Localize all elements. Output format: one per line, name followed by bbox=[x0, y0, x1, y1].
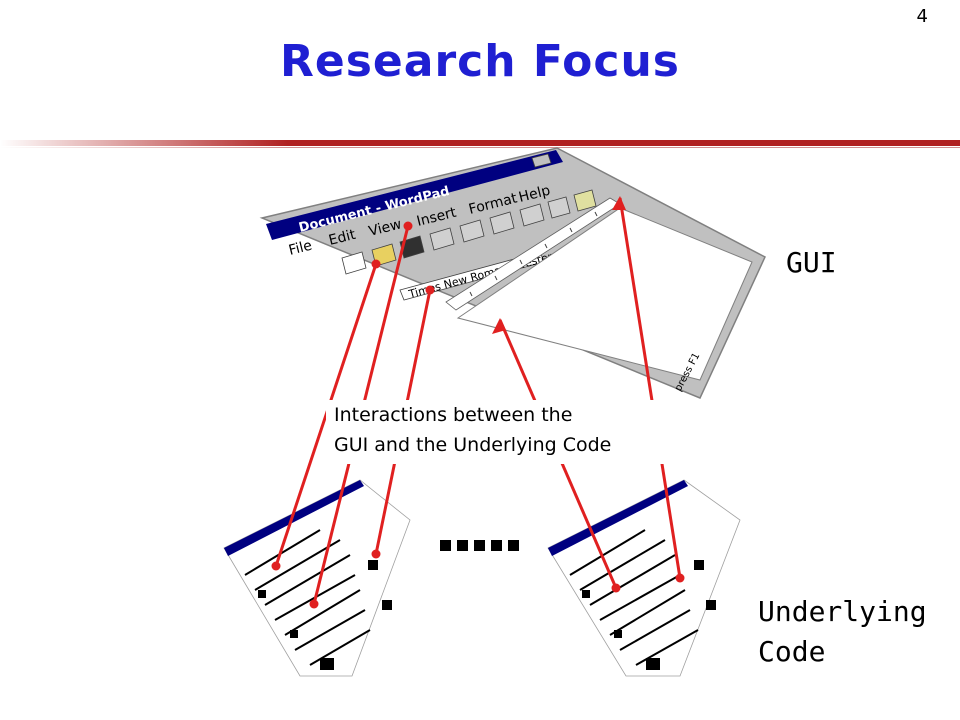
gui-label: GUI bbox=[786, 246, 837, 279]
arrow-dot bbox=[371, 549, 381, 559]
underlying-code-label-line1: Underlying bbox=[758, 595, 927, 628]
interactions-caption: Interactions between the GUI and the Und… bbox=[326, 400, 714, 464]
arrow-dot bbox=[403, 221, 413, 231]
caption-line1: Interactions between the bbox=[334, 404, 573, 426]
arrow-head bbox=[492, 318, 506, 334]
underlying-code-label: Underlying Code bbox=[758, 592, 927, 672]
print-icon bbox=[429, 227, 455, 251]
slide-title: Research Focus bbox=[280, 36, 680, 87]
caption-line2: GUI and the Underlying Code bbox=[334, 434, 612, 456]
slide-number: 4 bbox=[916, 6, 928, 27]
ellipsis-dot bbox=[457, 540, 468, 551]
ellipsis-dot bbox=[508, 540, 519, 551]
arrow-dot bbox=[611, 583, 621, 593]
arrow-dot bbox=[675, 573, 685, 583]
window-close-icon bbox=[531, 153, 552, 168]
menu-edit: Edit bbox=[327, 227, 358, 249]
arrow-dot bbox=[425, 285, 435, 295]
ellipsis-dot bbox=[491, 540, 502, 551]
arrow-line-5 bbox=[618, 197, 682, 579]
copy-icon bbox=[547, 196, 571, 219]
arrow-dot bbox=[371, 259, 381, 269]
menu-view: View bbox=[367, 216, 403, 240]
arrow-head bbox=[612, 196, 626, 210]
title-divider-shadow bbox=[0, 147, 960, 148]
document-area bbox=[456, 207, 753, 381]
ellipsis-dot bbox=[474, 540, 485, 551]
arrow-dot bbox=[271, 561, 281, 571]
gui-window-screenshot: Document - WordPad File Edit View Insert… bbox=[259, 147, 766, 399]
menu-help: Help bbox=[517, 183, 552, 206]
code-screenshot-right bbox=[547, 479, 741, 677]
print-preview-icon bbox=[459, 219, 485, 243]
window-titlebar bbox=[266, 150, 563, 240]
paste-icon bbox=[573, 189, 597, 212]
menu-file: File bbox=[287, 238, 314, 259]
title-divider bbox=[0, 140, 960, 146]
cut-icon bbox=[519, 203, 545, 227]
underlying-code-label-line2: Code bbox=[758, 635, 826, 668]
ellipsis-dot bbox=[440, 540, 451, 551]
new-document-icon bbox=[341, 251, 367, 275]
arrow-dot bbox=[309, 599, 319, 609]
code-screenshot-left bbox=[223, 479, 411, 677]
ellipsis-separator bbox=[440, 540, 530, 552]
find-icon bbox=[489, 211, 515, 235]
